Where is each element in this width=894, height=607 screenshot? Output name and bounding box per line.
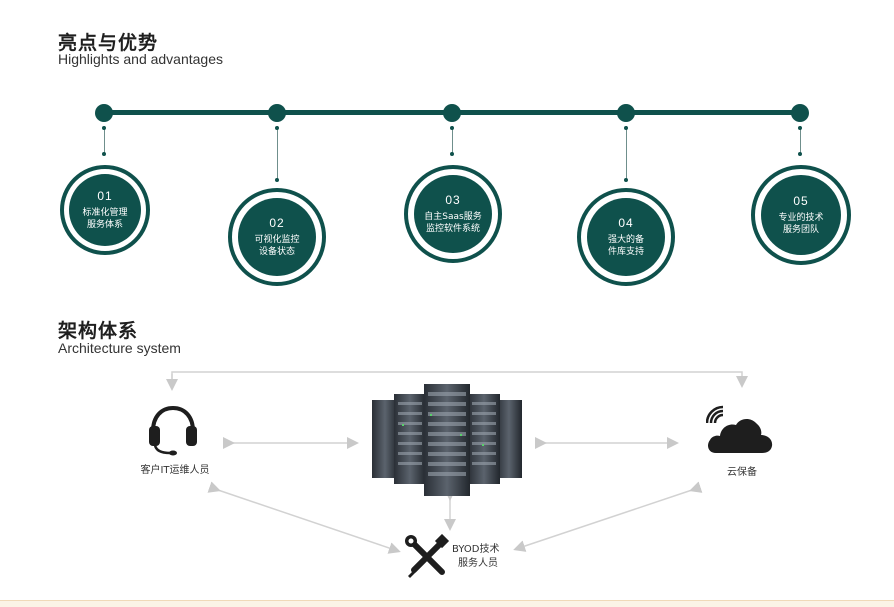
timeline-stem-1 bbox=[104, 126, 105, 154]
highlight-text: 强大的备 件库支持 bbox=[607, 235, 644, 257]
architecture-subtitle: Architecture system bbox=[58, 340, 181, 356]
stem-dot-bottom-1 bbox=[102, 152, 106, 156]
stem-dot-top-2 bbox=[275, 126, 279, 130]
timeline-dot-4 bbox=[617, 104, 635, 122]
cloud-backup-label: 云保备 bbox=[727, 467, 757, 478]
timeline-stem-3 bbox=[452, 126, 453, 154]
highlight-text: 可视化监控 设备状态 bbox=[254, 235, 300, 257]
highlight-number: 02 bbox=[269, 216, 285, 230]
byod-label-line2: 服务人员 bbox=[458, 558, 498, 569]
highlight-text: 标准化管理 服务体系 bbox=[82, 208, 128, 230]
timeline-stem-5 bbox=[800, 126, 801, 154]
highlight-text: 专业的技术 服务团队 bbox=[778, 213, 824, 235]
stem-dot-bottom-5 bbox=[798, 152, 802, 156]
cloud-wifi-icon bbox=[705, 403, 778, 459]
timeline-stem-2 bbox=[277, 126, 278, 180]
timeline-stem-4 bbox=[626, 126, 627, 180]
highlight-badge-1: 01 标准化管理 服务体系 bbox=[60, 165, 150, 255]
headset-icon bbox=[146, 405, 200, 457]
highlight-badge-5: 05 专业的技术 服务团队 bbox=[751, 165, 851, 265]
bottom-border bbox=[0, 600, 894, 607]
stem-dot-top-4 bbox=[624, 126, 628, 130]
timeline-dot-1 bbox=[95, 104, 113, 122]
byod-label: BYOD技术 服务人员 bbox=[452, 543, 508, 571]
timeline-dot-2 bbox=[268, 104, 286, 122]
highlights-subtitle: Highlights and advantages bbox=[58, 51, 224, 67]
stem-dot-top-3 bbox=[450, 126, 454, 130]
server-rack-icon bbox=[372, 384, 522, 496]
timeline-dot-5 bbox=[791, 104, 809, 122]
timeline-dot-3 bbox=[443, 104, 461, 122]
highlight-number: 04 bbox=[618, 216, 634, 230]
stem-dot-bottom-2 bbox=[275, 178, 279, 182]
stem-dot-top-1 bbox=[102, 126, 106, 130]
ops-staff-label: 客户IT运维人员 bbox=[140, 465, 210, 476]
stem-dot-bottom-3 bbox=[450, 152, 454, 156]
highlight-badge-4: 04 强大的备 件库支持 bbox=[577, 188, 675, 286]
highlight-badge-3: 03 自主Saas服务 监控软件系统 bbox=[404, 165, 502, 263]
wrench-screwdriver-icon bbox=[404, 533, 450, 580]
stem-dot-top-5 bbox=[798, 126, 802, 130]
architecture-title: 架构体系 bbox=[58, 320, 139, 342]
highlight-text: 自主Saas服务 监控软件系统 bbox=[424, 212, 482, 234]
highlight-number: 05 bbox=[793, 194, 809, 208]
highlight-number: 01 bbox=[97, 189, 113, 203]
highlights-title: 亮点与优势 bbox=[58, 32, 159, 54]
byod-label-line1: BYOD技术 bbox=[452, 544, 500, 555]
highlight-number: 03 bbox=[445, 193, 461, 207]
stem-dot-bottom-4 bbox=[624, 178, 628, 182]
highlight-badge-2: 02 可视化监控 设备状态 bbox=[228, 188, 326, 286]
